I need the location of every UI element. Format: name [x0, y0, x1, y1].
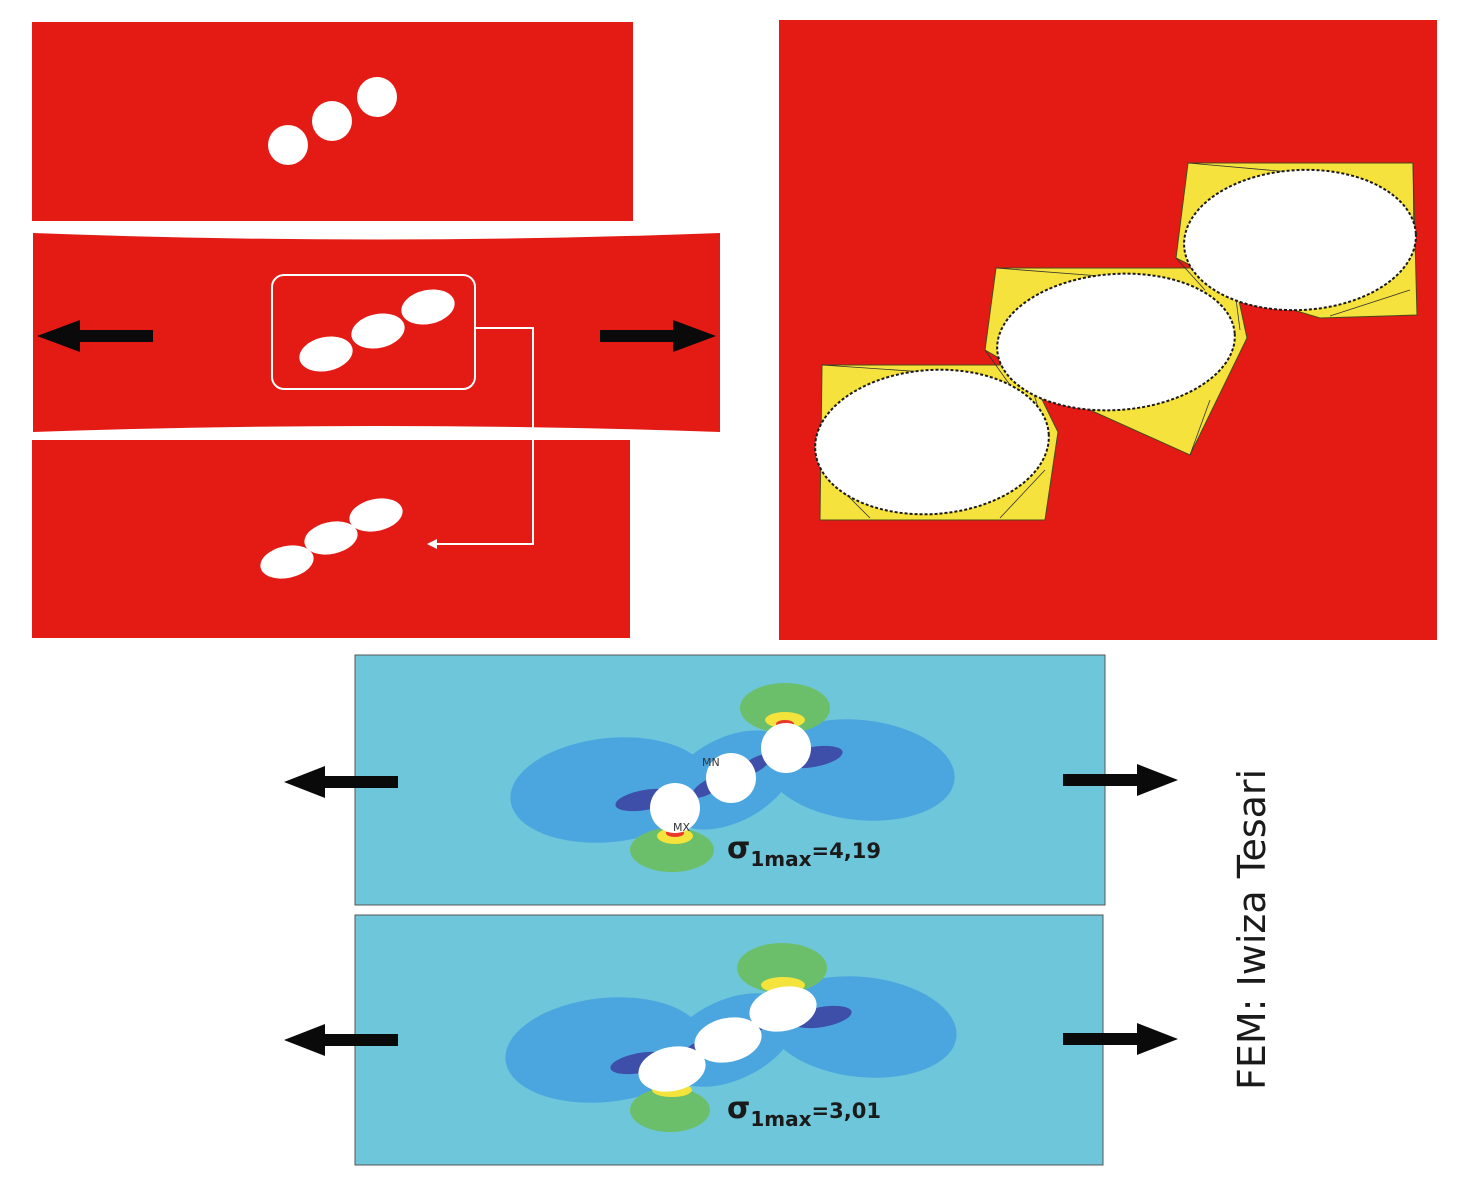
hole-top-2 [312, 101, 352, 141]
connector-arrow [427, 327, 534, 549]
zoom-hole-1 [814, 364, 1059, 521]
fem1-right-arrow [1063, 764, 1178, 796]
fem1-left-arrow [284, 766, 398, 798]
fem1-hole-2 [706, 753, 756, 803]
hole-bottom-3 [349, 498, 403, 532]
hole-bottom-1 [260, 545, 314, 579]
fem2-left-arrow [284, 1024, 398, 1056]
fem-panel-circular: MN MX σ1max=4,19 [284, 654, 1178, 906]
hole-middle-3 [401, 289, 455, 325]
zoom-region-box [271, 274, 476, 390]
plate-top [32, 22, 633, 221]
hole-top-1 [268, 125, 308, 165]
zoom-detail-panel [779, 20, 1437, 640]
plate-bottom-optimized [32, 440, 630, 638]
right-pull-arrow [600, 320, 716, 352]
ellipse-1 [814, 368, 1050, 516]
fem-panel-elliptical: σ1max=3,01 [284, 914, 1178, 1166]
zoom-hole-3 [1175, 162, 1418, 319]
fem1-marker-mn: MN [702, 756, 720, 769]
zoom-hole-2 [984, 267, 1248, 456]
fem1-lobe-right [765, 719, 955, 821]
fem2-lobe-top [737, 943, 827, 993]
hole-middle-1 [299, 336, 353, 372]
fem2-lobe-bottom [630, 1088, 710, 1132]
fem-credit: FEM: Iwiza Tesari [1230, 769, 1274, 1090]
fem2-hole-1 [638, 1046, 706, 1092]
fem2-hole-3 [749, 986, 817, 1032]
fem2-hole-2 [694, 1017, 762, 1063]
fem1-sigma-label: σ1max=4,19 [727, 831, 881, 871]
left-pull-arrow [37, 320, 153, 352]
fem1-lobe-bottom [630, 828, 714, 872]
hole-bottom-2 [304, 521, 358, 555]
hole-middle-2 [351, 313, 405, 349]
fem1-lobe-top [740, 683, 830, 733]
ellipse-2 [996, 272, 1236, 412]
fem1-hole-1 [650, 783, 700, 833]
hole-top-3 [357, 77, 397, 117]
fem1-hole-3 [761, 723, 811, 773]
fem1-marker-mx: MX [673, 821, 690, 834]
plate-middle-stretched [33, 233, 720, 432]
fem2-right-arrow [1063, 1023, 1178, 1055]
fem2-sigma-label: σ1max=3,01 [727, 1091, 881, 1131]
ellipse-3 [1183, 168, 1417, 312]
